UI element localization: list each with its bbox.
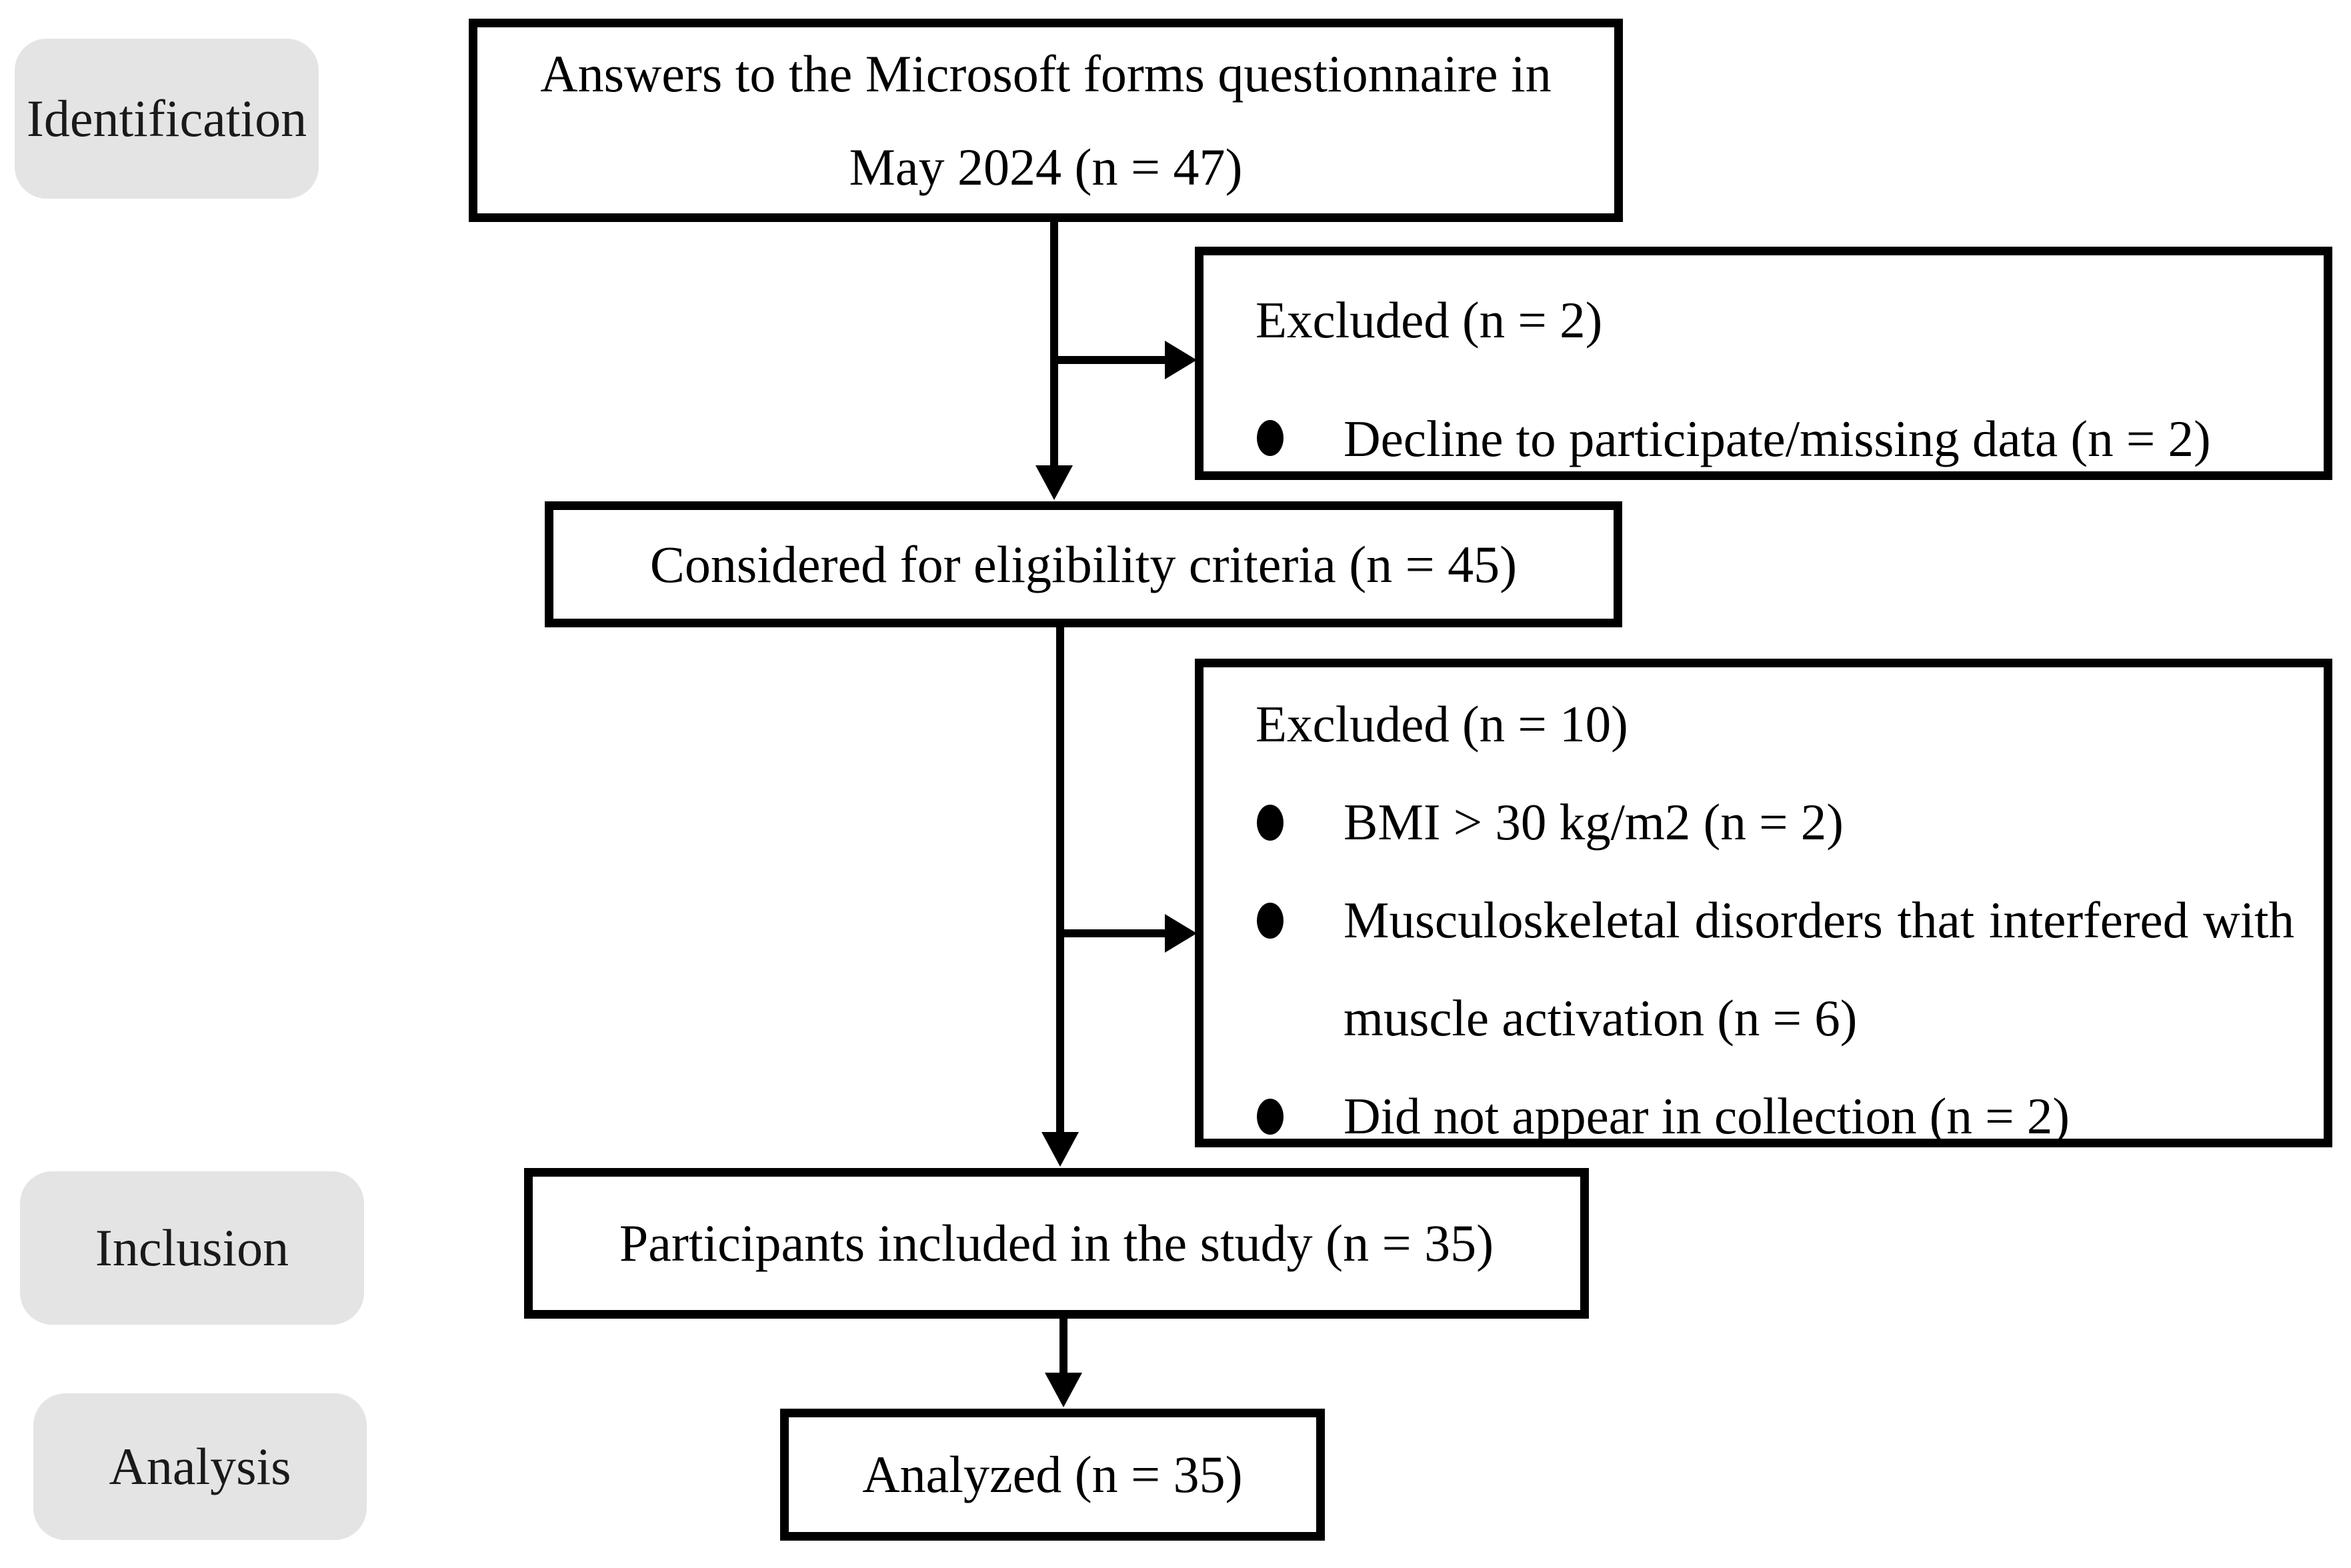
box-excluded-10-content: Excluded (n = 10) BMI > 30 kg/m2 (n = 2)… [1204, 667, 2324, 1165]
box-analyzed-text: Analyzed (n = 35) [862, 1445, 1243, 1503]
stage-label-analysis: Analysis [33, 1393, 367, 1540]
box-participants-included-text: Participants included in the study (n = … [619, 1214, 1494, 1272]
bullet-icon [1257, 903, 1284, 939]
excluded-10-bullet-row-musculoskeletal: Musculoskeletal disorders that interfere… [1256, 871, 2304, 1067]
excluded-10-bullet-row-collection: Did not appear in collection (n = 2) [1256, 1067, 2304, 1165]
box-excluded-2: Excluded (n = 2) Decline to participate/… [1195, 247, 2332, 480]
excluded-10-bullet-collection: Did not appear in collection (n = 2) [1344, 1087, 2070, 1145]
box-eligibility: Considered for eligibility criteria (n =… [545, 501, 1622, 627]
excluded-10-bullet-bmi: BMI > 30 kg/m2 (n = 2) [1344, 793, 1844, 851]
connector-included-to-analyzed [1059, 1318, 1067, 1375]
arrowhead-down-icon [1045, 1373, 1082, 1407]
box-participants-included: Participants included in the study (n = … [524, 1168, 1589, 1319]
box-eligibility-text: Considered for eligibility criteria (n =… [649, 535, 1518, 593]
excluded-2-bullet-text: Decline to participate/missing data (n =… [1344, 410, 2211, 467]
box-analyzed: Analyzed (n = 35) [780, 1409, 1325, 1541]
stage-label-analysis-text: Analysis [109, 1437, 291, 1495]
connector-source-to-eligibility [1050, 222, 1058, 468]
box-questionnaire-answers-line2: May 2024 (n = 47) [849, 137, 1243, 196]
bullet-icon [1257, 1099, 1284, 1135]
box-excluded-2-content: Excluded (n = 2) Decline to participate/… [1204, 255, 2324, 489]
bullet-icon [1257, 805, 1284, 841]
box-excluded-2-title: Excluded (n = 2) [1256, 291, 1603, 349]
stage-label-identification-text: Identification [26, 89, 307, 147]
arrowhead-down-icon [1041, 1132, 1079, 1167]
stage-label-inclusion-text: Inclusion [95, 1219, 289, 1277]
connector-branch-to-excluded-10 [1060, 929, 1167, 937]
excluded-10-bullet-musculoskeletal: Musculoskeletal disorders that interfere… [1344, 891, 2294, 1047]
bullet-icon [1257, 420, 1284, 456]
stage-label-inclusion: Inclusion [20, 1171, 364, 1325]
excluded-10-bullet-row-bmi: BMI > 30 kg/m2 (n = 2) [1256, 773, 2304, 871]
box-excluded-10-title: Excluded (n = 10) [1256, 695, 1628, 753]
stage-label-identification: Identification [15, 39, 319, 199]
box-questionnaire-answers-line1: Answers to the Microsoft forms questionn… [540, 44, 1552, 103]
box-excluded-10: Excluded (n = 10) BMI > 30 kg/m2 (n = 2)… [1195, 659, 2332, 1147]
excluded-2-bullet-row: Decline to participate/missing data (n =… [1256, 389, 2304, 489]
connector-eligibility-to-included [1056, 627, 1064, 1133]
box-questionnaire-answers: Answers to the Microsoft forms questionn… [469, 19, 1623, 222]
arrowhead-right-icon [1165, 914, 1197, 953]
arrowhead-right-icon [1165, 341, 1197, 379]
connector-branch-to-excluded-2 [1054, 356, 1167, 364]
arrowhead-down-icon [1035, 465, 1073, 500]
